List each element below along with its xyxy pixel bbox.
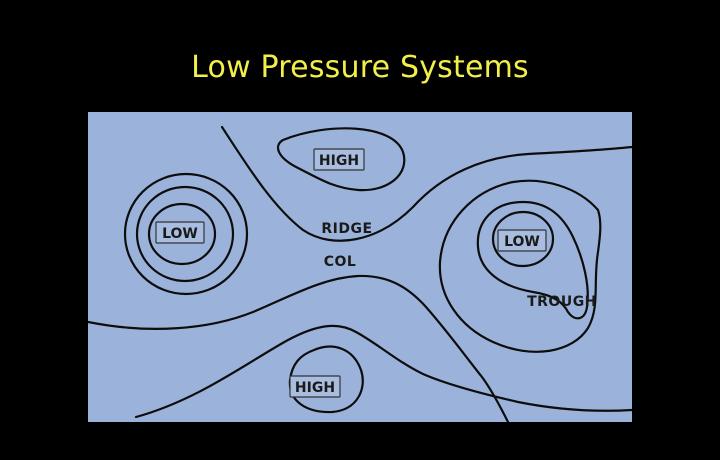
pressure-map: HIGH LOW LOW HIGH RIDGE COL TROUGH <box>88 112 632 422</box>
high-top-label-text: HIGH <box>319 153 359 169</box>
col-label: COL <box>324 254 357 270</box>
isobar-ridge <box>220 125 632 242</box>
isobar-col <box>88 274 510 422</box>
low-right-label-text: LOW <box>504 234 540 250</box>
isobar-high-top <box>276 127 406 192</box>
high-bottom-label: HIGH <box>289 375 341 398</box>
isobar-diagram: HIGH LOW LOW HIGH RIDGE COL TROUGH <box>88 125 632 422</box>
low-left-label: LOW <box>155 221 205 244</box>
isobar-high-bottom <box>288 345 364 414</box>
ridge-label: RIDGE <box>321 221 372 237</box>
isobar-low-right-inner <box>491 210 555 268</box>
high-bottom-label-text: HIGH <box>295 380 335 396</box>
slide-title: Low Pressure Systems <box>191 50 529 85</box>
isobar-trough-middle <box>476 200 589 320</box>
isobar-lower <box>134 324 632 419</box>
low-right-label: LOW <box>497 229 547 252</box>
isobar-low-left-inner <box>147 202 217 266</box>
isobar-low-left-outer <box>123 172 249 296</box>
high-top-label: HIGH <box>313 148 365 171</box>
trough-label: TROUGH <box>527 294 597 310</box>
isobar-trough-outer <box>438 179 602 353</box>
low-left-label-text: LOW <box>162 226 198 242</box>
isobar-low-left-middle <box>135 185 235 283</box>
